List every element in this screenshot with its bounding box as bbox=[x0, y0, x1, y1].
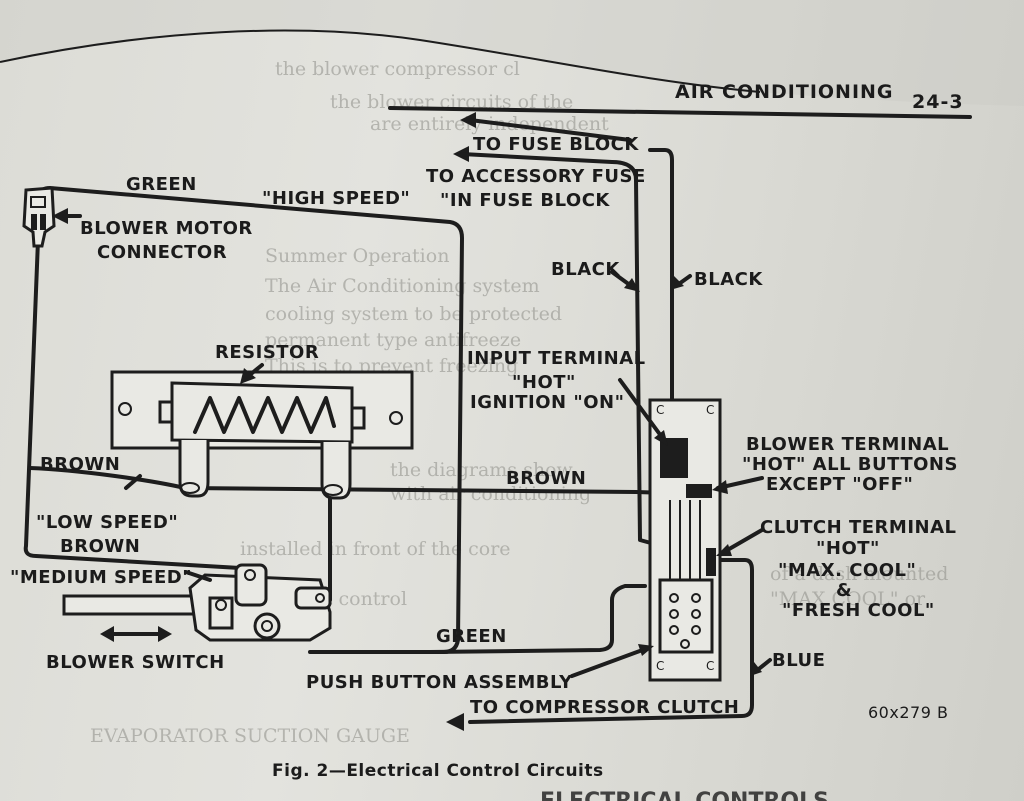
wire-black-accessory bbox=[610, 160, 660, 547]
svg-text:of a dash mounted: of a dash mounted bbox=[770, 563, 948, 585]
svg-text:"MAX COOL" or: "MAX COOL" or bbox=[770, 588, 926, 610]
resistor-assembly bbox=[110, 370, 414, 500]
label-ampersand: & bbox=[836, 580, 852, 601]
label-max-cool: "MAX. COOL" bbox=[778, 560, 916, 581]
wire-brown-main bbox=[28, 466, 702, 496]
svg-text:cooling system to be protected: cooling system to be protected bbox=[265, 303, 562, 325]
svg-text:The Air Conditioning system: The Air Conditioning system bbox=[265, 275, 540, 297]
label-brown-mid: BROWN bbox=[506, 468, 586, 489]
page-curl-edge bbox=[0, 0, 1024, 106]
label-black-left: BLACK bbox=[551, 259, 620, 280]
svg-text:Summer Operation: Summer Operation bbox=[265, 245, 449, 267]
blower-switch-direction-arrow bbox=[100, 626, 172, 642]
label-fresh-cool: "FRESH COOL" bbox=[782, 600, 935, 621]
label-medium-speed: "MEDIUM SPEED" bbox=[10, 567, 192, 588]
page-number: 24-3 bbox=[912, 91, 964, 113]
label-to-compressor-clutch: TO COMPRESSOR CLUTCH bbox=[470, 697, 739, 718]
label-high-speed: "HIGH SPEED" bbox=[262, 188, 410, 209]
push-button-assembly: C C C C bbox=[648, 398, 722, 682]
label-blue: BLUE bbox=[772, 650, 825, 671]
svg-text:permanent type antifreeze: permanent type antifreeze bbox=[265, 329, 521, 351]
arrow-to-compressor-clutch bbox=[446, 713, 464, 731]
label-clutch-terminal: CLUTCH TERMINAL bbox=[760, 517, 956, 538]
blower-motor-connector bbox=[22, 186, 56, 248]
label-blower-switch: BLOWER SWITCH bbox=[46, 652, 225, 673]
wire-green-bottom bbox=[308, 584, 647, 654]
label-brown-lower: BROWN bbox=[60, 536, 140, 557]
label-input-hot: "HOT" bbox=[512, 372, 576, 393]
svg-text:C: C bbox=[656, 403, 664, 417]
label-to-fuse-block: TO FUSE BLOCK bbox=[473, 134, 639, 155]
figure-caption: Fig. 2—Electrical Control Circuits bbox=[272, 761, 604, 781]
label-black-right: BLACK bbox=[694, 269, 763, 290]
label-blower-motor: BLOWER MOTOR bbox=[80, 218, 253, 239]
label-green-bottom: GREEN bbox=[436, 626, 507, 647]
resistor-coil bbox=[193, 396, 336, 434]
svg-text:the blower compressor cl: the blower compressor cl bbox=[275, 58, 520, 80]
leader-lines bbox=[124, 270, 772, 678]
label-except-off: EXCEPT "OFF" bbox=[766, 474, 913, 495]
label-blower-terminal: BLOWER TERMINAL bbox=[746, 434, 949, 455]
figure-code: 60x279 B bbox=[868, 703, 948, 722]
svg-text:C: C bbox=[706, 403, 714, 417]
arrow-blower-motor-connector bbox=[52, 208, 68, 224]
label-hot-all-buttons: "HOT" ALL BUTTONS bbox=[742, 454, 958, 475]
svg-text:C: C bbox=[656, 659, 664, 673]
label-to-accessory-fuse: TO ACCESSORY FUSE bbox=[426, 166, 646, 187]
label-resistor: RESISTOR bbox=[215, 342, 319, 363]
page-top-edge bbox=[0, 29, 761, 93]
label-green-top: GREEN bbox=[126, 174, 197, 195]
blower-switch bbox=[62, 563, 332, 642]
svg-text:EVAPORATOR SUCTION GAUGE: EVAPORATOR SUCTION GAUGE bbox=[90, 725, 410, 747]
section-title: AIR CONDITIONING bbox=[675, 81, 894, 103]
label-clutch-hot: "HOT" bbox=[816, 538, 880, 559]
label-ignition-on: IGNITION "ON" bbox=[470, 392, 624, 413]
header-rule bbox=[388, 106, 972, 119]
label-input-terminal: INPUT TERMINAL bbox=[467, 348, 646, 369]
wire-left-vertical bbox=[23, 238, 242, 570]
label-low-speed: "LOW SPEED" bbox=[36, 512, 178, 533]
svg-text:installed in front of the core: installed in front of the core bbox=[240, 538, 511, 560]
label-push-button-assembly: PUSH BUTTON ASSEMBLY bbox=[306, 672, 573, 693]
wire-blue-clutch bbox=[468, 558, 754, 724]
svg-text:C: C bbox=[706, 659, 714, 673]
wire-black-fuse-block bbox=[648, 148, 674, 432]
label-in-fuse-block: "IN FUSE BLOCK bbox=[440, 190, 610, 211]
label-connector: CONNECTOR bbox=[97, 242, 227, 263]
svg-text:the diagrams show: the diagrams show bbox=[390, 459, 574, 481]
next-section-heading-fragment: ELECTRICAL CONTROLS bbox=[540, 789, 829, 801]
label-brown-left: BROWN bbox=[40, 454, 120, 475]
